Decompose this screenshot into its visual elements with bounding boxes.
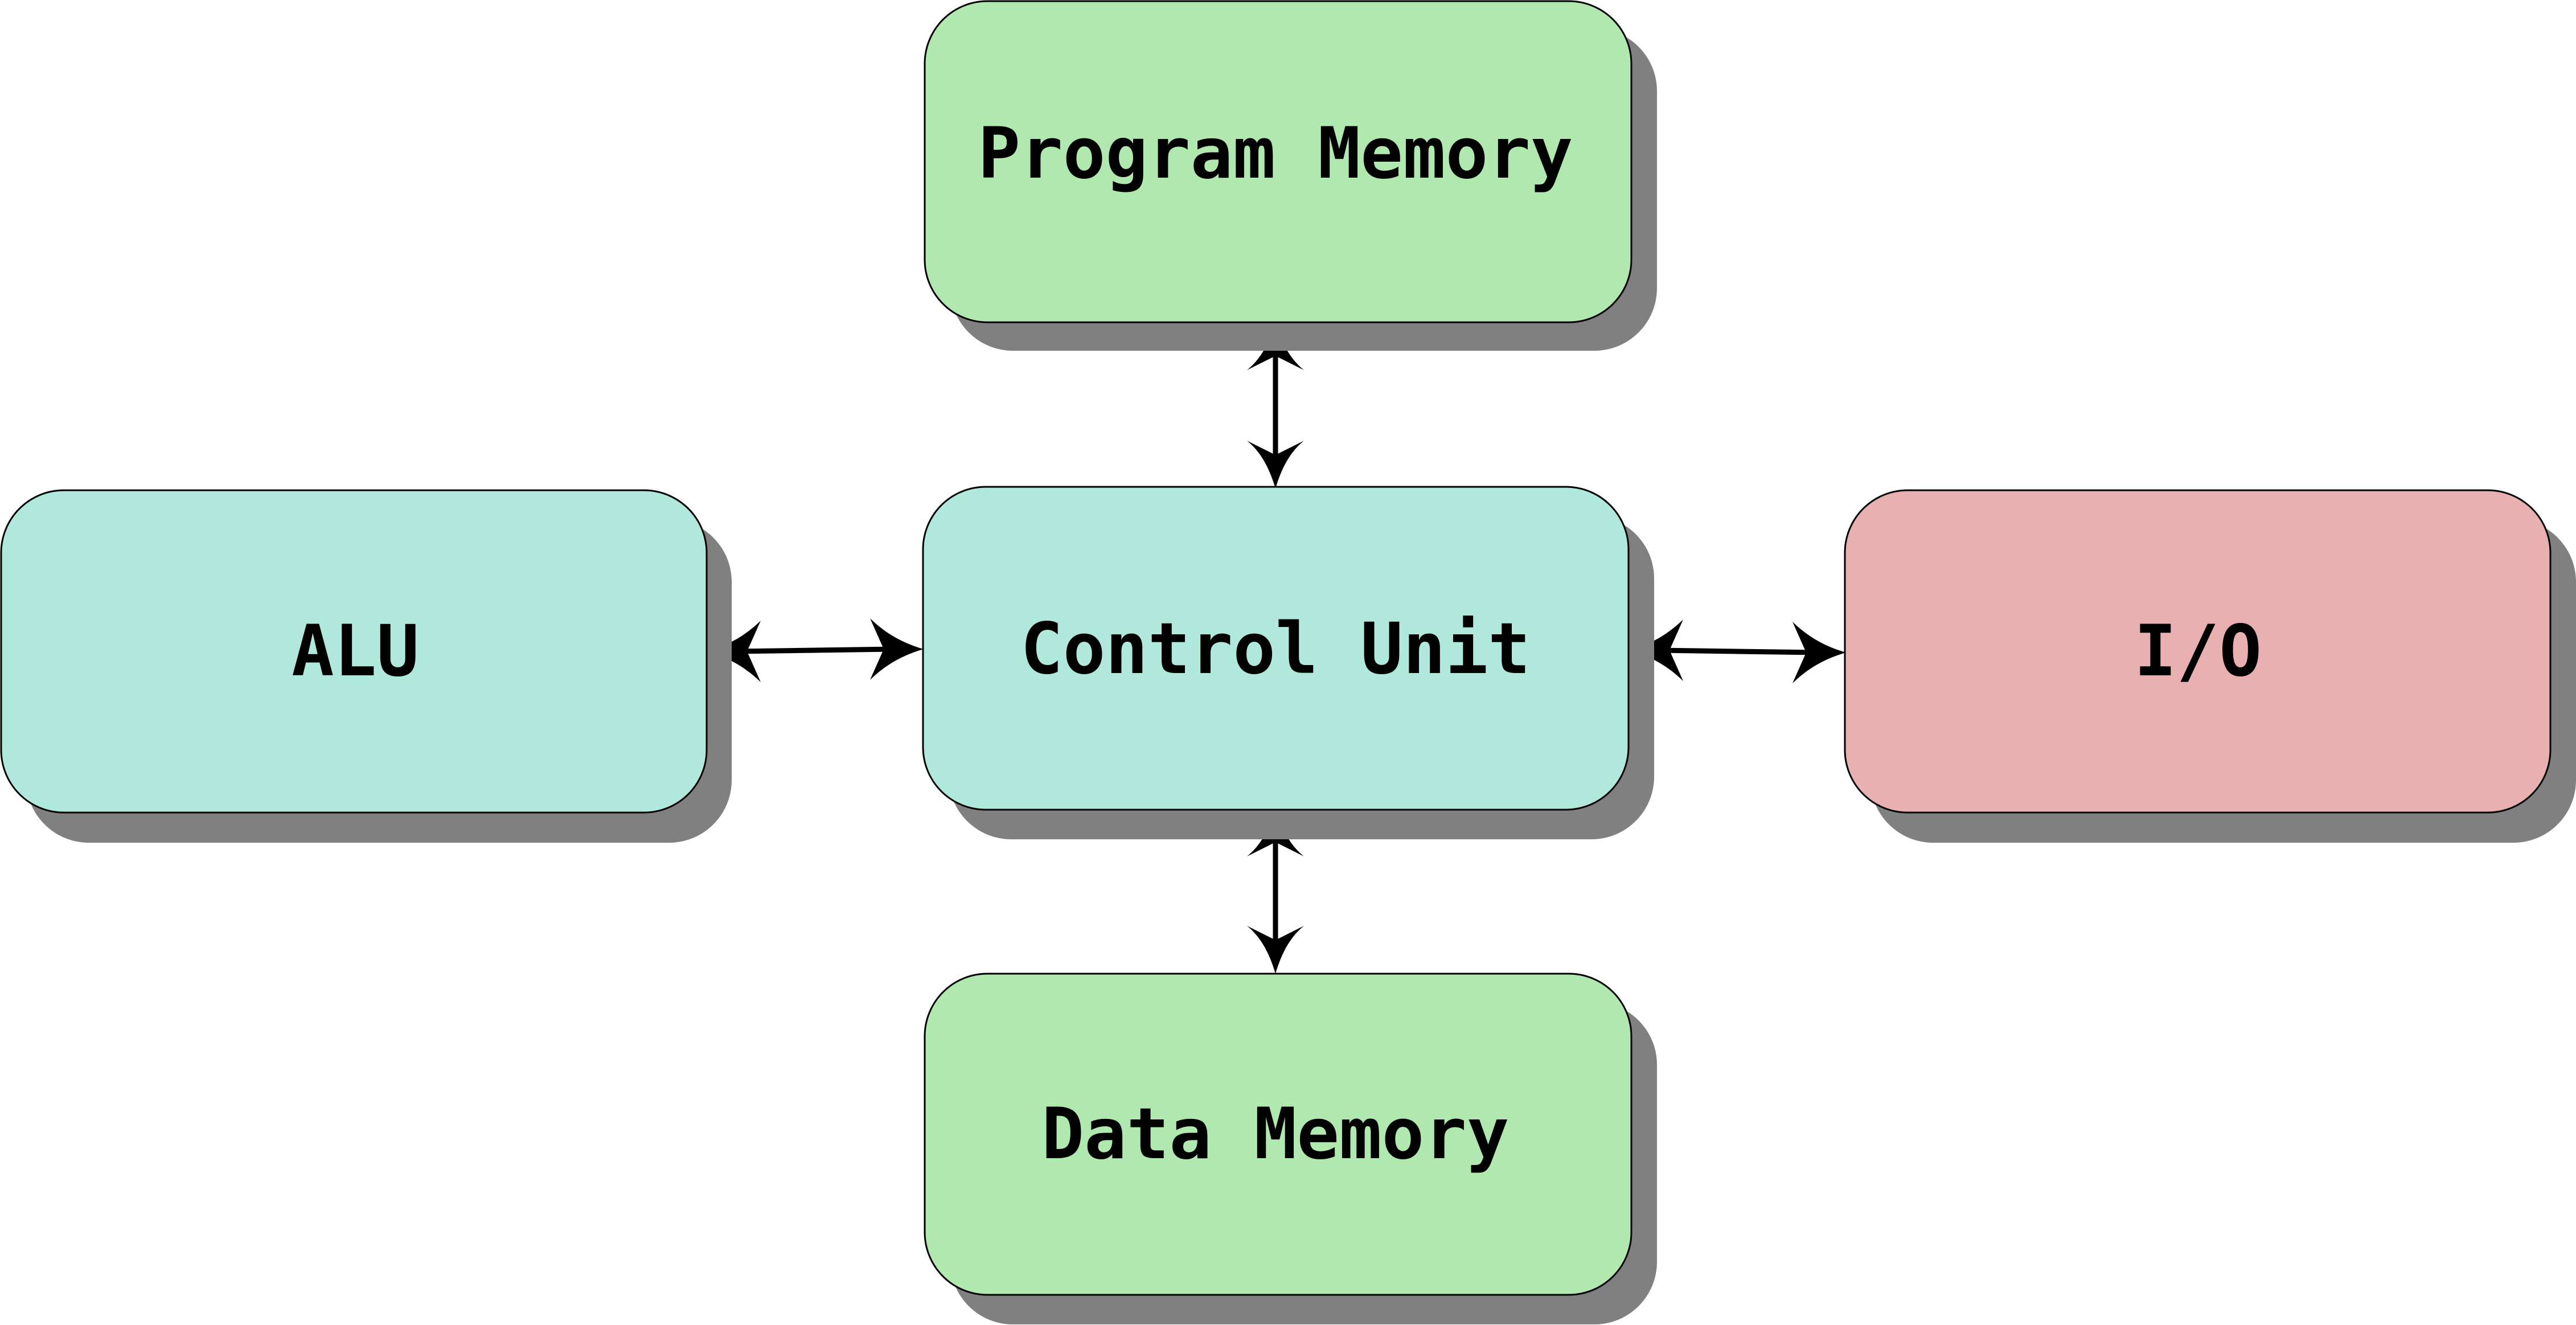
edge-control-unit-io xyxy=(1630,620,1846,683)
arrow-head-right xyxy=(870,618,924,680)
node-data-memory: Data Memory xyxy=(924,973,1657,1324)
node-box xyxy=(924,973,1632,1296)
arrow-head-left xyxy=(1630,620,1683,681)
arrow-head-down xyxy=(1247,926,1304,974)
arrow-head-left xyxy=(707,621,761,682)
node-label: I/O xyxy=(2134,610,2262,692)
edge-alu-control-unit xyxy=(707,618,924,682)
node-box xyxy=(924,0,1632,323)
arrow-head-down xyxy=(1247,441,1304,489)
node-label: ALU xyxy=(292,610,419,692)
node-box xyxy=(1844,489,2552,814)
node-label: Control Unit xyxy=(1020,608,1531,690)
node-program-memory: Program Memory xyxy=(924,0,1657,351)
node-box xyxy=(922,486,1630,811)
arrow-head-right xyxy=(1792,622,1846,683)
node-box xyxy=(0,489,708,814)
node-alu: ALU xyxy=(0,489,732,843)
node-io: I/O xyxy=(1844,489,2576,843)
node-label: Program Memory xyxy=(978,113,1573,195)
node-label: Data Memory xyxy=(1041,1093,1509,1175)
node-control-unit: Control Unit xyxy=(922,486,1654,839)
